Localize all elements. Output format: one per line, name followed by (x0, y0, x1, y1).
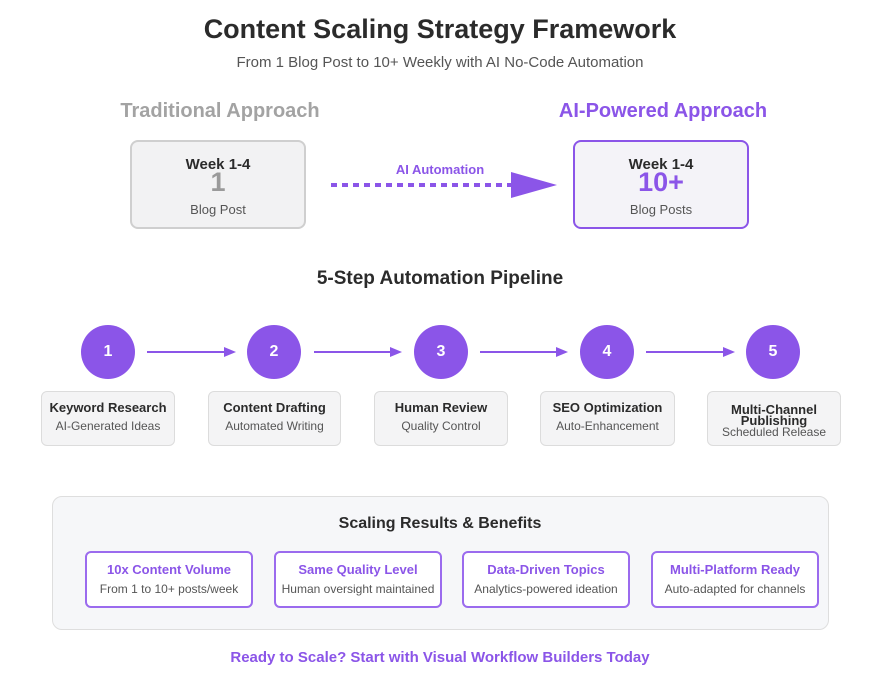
diagram-subtitle: From 1 Blog Post to 10+ Weekly with AI N… (236, 54, 644, 71)
arrow-right-icon (314, 347, 402, 357)
traditional-approach-heading: Traditional Approach (120, 100, 320, 122)
step-card-seo-optimization: SEO Optimization Auto-Enhancement (540, 391, 675, 446)
arrow-right-icon (147, 347, 236, 357)
step-number-4: 4 (580, 325, 634, 379)
step-card-human-review: Human Review Quality Control (374, 391, 508, 446)
post-count: 1 (210, 167, 226, 197)
benefit-description: From 1 to 10+ posts/week (99, 582, 239, 596)
week-label: Week 1-4 (185, 156, 251, 173)
step-name-line-2: Publishing (740, 413, 808, 428)
results-title: Scaling Results & Benefits (338, 515, 542, 532)
benefit-description: Auto-adapted for channels (664, 582, 806, 596)
step-name: Keyword Research (49, 400, 167, 415)
post-count: 10+ (638, 167, 684, 197)
benefit-title: Multi-Platform Ready (669, 562, 800, 577)
step-card-content-drafting: Content Drafting Automated Writing (208, 391, 341, 446)
benefit-card-content-volume: 10x Content Volume From 1 to 10+ posts/w… (85, 551, 253, 608)
pipeline-arrows (147, 347, 735, 357)
step-name: SEO Optimization (552, 400, 663, 415)
step-number-1: 1 (81, 325, 135, 379)
step-card-keyword-research: Keyword Research AI-Generated Ideas (41, 391, 175, 446)
step-number-3: 3 (414, 325, 468, 379)
step-description: Automated Writing (225, 419, 324, 433)
step-name: Human Review (394, 400, 488, 415)
arrow-right-icon (480, 347, 568, 357)
arrow-right-icon (646, 347, 735, 357)
ai-approach-heading: AI-Powered Approach (558, 100, 768, 122)
pipeline-title: 5-Step Automation Pipeline (316, 268, 564, 289)
post-unit: Blog Posts (629, 202, 693, 217)
step-number-5: 5 (746, 325, 800, 379)
call-to-action: Ready to Scale? Start with Visual Workfl… (230, 649, 650, 666)
step-number-2: 2 (247, 325, 301, 379)
diagram-title: Content Scaling Strategy Framework (203, 14, 677, 44)
dashed-arrow-icon (331, 172, 557, 198)
week-label: Week 1-4 (628, 156, 694, 173)
ai-automation-label: AI Automation (395, 162, 485, 177)
post-unit: Blog Post (190, 202, 246, 217)
step-description: Auto-Enhancement (556, 419, 659, 433)
benefit-title: Data-Driven Topics (487, 562, 605, 577)
step-description: AI-Generated Ideas (55, 419, 161, 433)
benefit-card-multi-platform: Multi-Platform Ready Auto-adapted for ch… (651, 551, 819, 608)
benefit-description: Analytics-powered ideation (474, 582, 618, 596)
step-description: Scheduled Release (721, 425, 827, 439)
benefit-card-quality-level: Same Quality Level Human oversight maint… (274, 551, 442, 608)
benefit-card-data-driven-topics: Data-Driven Topics Analytics-powered ide… (462, 551, 630, 608)
step-name: Content Drafting (223, 400, 326, 415)
step-name-line-1: Multi-Channel (731, 402, 817, 417)
benefit-description: Human oversight maintained (281, 582, 435, 596)
step-description: Quality Control (401, 419, 481, 433)
step-card-multi-channel-publishing: Multi-Channel Publishing Scheduled Relea… (707, 391, 841, 446)
benefit-title: 10x Content Volume (106, 562, 231, 577)
step-name: Multi-Channel Publishing (708, 402, 840, 428)
benefit-title: Same Quality Level (298, 562, 418, 577)
traditional-output-box: Week 1-4 1 Blog Post (130, 140, 306, 229)
ai-output-box: Week 1-4 10+ Blog Posts (573, 140, 749, 229)
